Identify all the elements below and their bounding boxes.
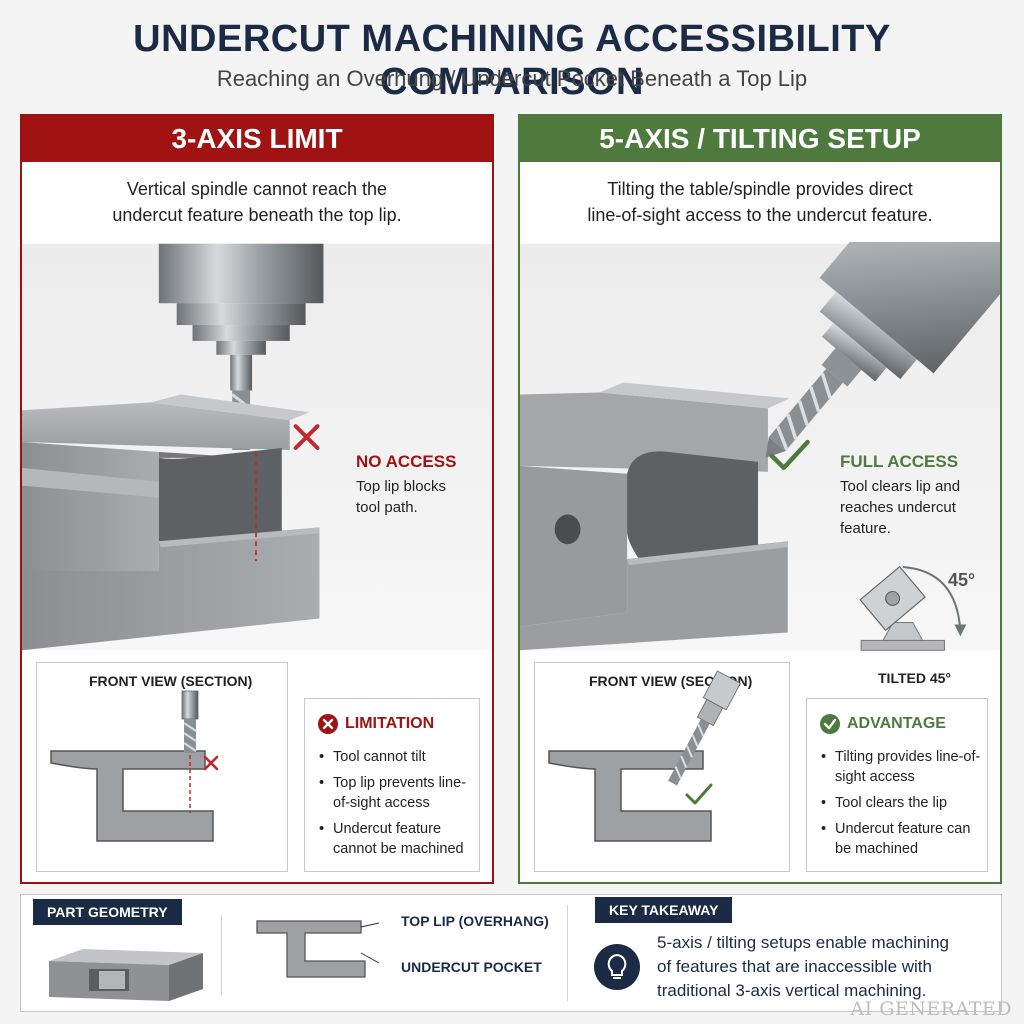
five-axis-panel: 5-AXIS / TILTING SETUP Tilting the table… [518,114,1002,884]
three-axis-description-line1: Vertical spindle cannot reach the [126,179,388,199]
no-access-line2: tool path. [356,499,418,516]
limitation-list: Tool cannot tilt Top lip prevents line-o… [319,747,475,865]
top-lip-callout: TOP LIP (OVERHANG) [401,913,549,929]
key-takeaway-tag: KEY TAKEAWAY [595,897,733,923]
tilt-table-icon [859,565,967,651]
page-subtitle: Reaching an Overhung / Undercut Pocket B… [216,66,808,91]
ai-generated-watermark: AI GENERATED [850,998,1012,1020]
limitation-item: Undercut feature cannot be machined [319,819,475,859]
three-axis-section-view: FRONT VIEW (SECTION) [36,662,288,872]
part-geometry-tag: PART GEOMETRY [33,899,182,925]
takeaway-line2: of features that are inaccessible with [657,957,932,976]
vertical-spindle [158,243,324,355]
three-axis-description: Vertical spindle cannot reach the underc… [22,162,492,242]
limitation-header: LIMITATION [317,713,434,735]
five-axis-description: Tilting the table/spindle provides direc… [520,162,1000,242]
five-axis-section-view: FRONT VIEW (SECTION) [534,662,790,872]
limitation-x-circle-icon [318,714,338,734]
no-access-line1: Top lip blocks [356,478,447,495]
five-axis-illustration [520,242,1000,651]
five-axis-heading: 5-AXIS / TILTING SETUP [520,116,1000,162]
limitation-card: LIMITATION Tool cannot tilt Top lip prev… [304,698,480,872]
no-access-label: NO ACCESS [356,452,457,471]
lightbulb-icon [594,944,640,990]
three-axis-section-title: FRONT VIEW (SECTION) [89,673,253,689]
advantage-title: ADVANTAGE [847,715,946,732]
three-axis-description-line2: undercut feature beneath the top lip. [112,205,402,225]
advantage-header: ADVANTAGE [819,713,946,735]
advantage-item: Tilting provides line-of-sight access [821,747,981,787]
section-x-icon [203,755,219,771]
three-axis-part [22,394,320,651]
advantage-item: Undercut feature can be machined [821,819,981,859]
five-axis-part [520,382,790,651]
five-axis-description-line2: line-of-sight access to the undercut fea… [587,205,933,225]
three-axis-heading: 3-AXIS LIMIT [22,116,492,162]
tilt-angle-label: 45° [948,570,976,590]
three-axis-illustration [22,243,492,651]
part-geometry-3d-icon [49,949,203,1001]
five-axis-description-line1: Tilting the table/spindle provides direc… [607,179,913,199]
limitation-title: LIMITATION [345,715,435,732]
full-access-line2: reaches undercut [840,499,956,516]
advantage-card: ADVANTAGE Tilting provides line-of-sight… [806,698,988,872]
no-access-x-icon [293,424,320,450]
takeaway-line1: 5-axis / tilting setups enable machining [657,933,949,952]
section-check-icon [685,783,713,805]
full-access-check-icon [769,439,810,471]
tilt-caption: TILTED 45° [878,670,952,686]
bottom-divider-2 [567,905,568,1001]
full-access-line1: Tool clears lip and [840,478,961,495]
five-axis-section-drawing [548,670,741,842]
limitation-item: Top lip prevents line-of-sight access [319,773,475,813]
three-axis-section-drawing [50,690,219,842]
bottom-divider [221,915,222,995]
advantage-item: Tool clears the lip [821,793,981,813]
undercut-pocket-callout: UNDERCUT POCKET [401,959,542,975]
three-axis-panel: 3-AXIS LIMIT Vertical spindle cannot rea… [20,114,494,884]
bottom-summary: PART GEOMETRY TOP LIP (OVERHANG) UNDERCU… [20,894,1002,1012]
part-geometry-section-icon [256,920,380,978]
takeaway-line3: traditional 3-axis vertical machining. [657,981,927,1000]
limitation-item: Tool cannot tilt [319,747,475,767]
advantage-list: Tilting provides line-of-sight access To… [821,747,981,865]
full-access-line3: feature. [840,520,891,537]
tilted-spindle [765,242,1000,458]
full-access-label: FULL ACCESS [840,452,959,471]
page-title: UNDERCUT MACHINING ACCESSIBILITY COMPARI… [133,18,891,103]
advantage-check-circle-icon [820,714,840,734]
